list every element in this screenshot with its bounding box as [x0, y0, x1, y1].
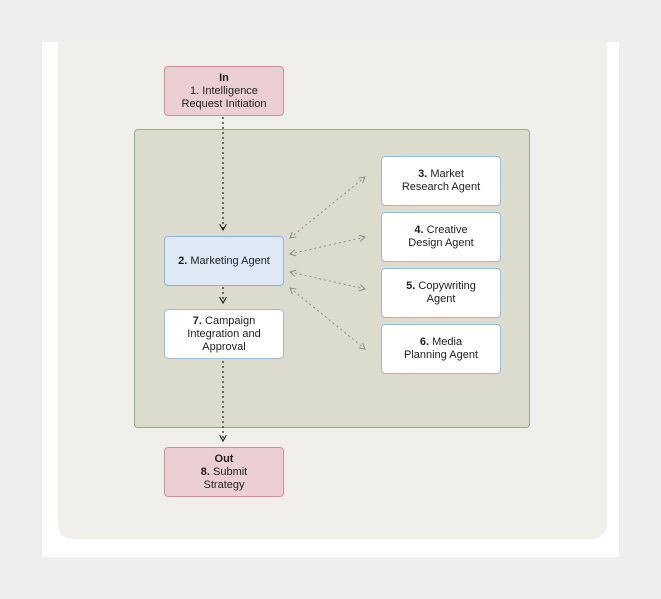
node-output-head: Out [214, 452, 234, 465]
node-output-label-1: Submit [213, 465, 248, 478]
node-input: In 1. Intelligence Request Initiation [164, 66, 284, 116]
node-market-research-label-2: Research Agent [401, 181, 481, 193]
node-creative-design-num: 4. [414, 224, 424, 236]
node-creative-design-label-1: Creative [426, 224, 468, 236]
node-marketing-num: 2. [178, 254, 188, 267]
edge-marketing-media-planning [289, 287, 366, 350]
node-campaign-num: 7. [192, 314, 202, 327]
node-output-label-2: Strategy [203, 478, 245, 491]
node-copywriting-label-1: Copywriting [418, 280, 476, 292]
node-media-planning-agent: 6. Media Planning Agent [381, 324, 501, 374]
node-input-head: In [219, 71, 229, 84]
node-copywriting-num: 5. [406, 280, 416, 292]
node-campaign-label-2: Integration and [187, 327, 261, 340]
node-copywriting-agent: 5. Copywriting Agent [381, 268, 501, 318]
node-creative-design-label-2: Design Agent [408, 237, 474, 249]
node-media-planning-label-2: Planning Agent [403, 349, 478, 361]
node-input-label: 1. Intelligence Request Initiation [181, 84, 267, 110]
node-media-planning-num: 6. [419, 336, 430, 348]
edge-marketing-market-research [289, 176, 366, 239]
node-media-planning-label-1: Media [432, 336, 463, 348]
node-creative-design-agent: 4. Creative Design Agent [381, 212, 501, 262]
node-marketing-agent: 2. Marketing Agent [164, 236, 284, 286]
node-campaign-integration: 7. Campaign Integration and Approval [164, 309, 284, 359]
node-output-num: 8. [200, 465, 210, 478]
node-copywriting-label-2: Agent [426, 293, 456, 305]
node-market-research-label-1: Market [430, 168, 464, 180]
node-marketing-label: Marketing Agent [190, 254, 270, 267]
node-output: Out 8. Submit Strategy [164, 447, 284, 497]
node-campaign-label-3: Approval [202, 340, 246, 353]
node-market-research-agent: 3. Market Research Agent [381, 156, 501, 206]
edge-marketing-creative-design [289, 234, 366, 257]
node-campaign-label-1: Campaign [205, 314, 256, 327]
edge-marketing-copywriting [289, 269, 366, 292]
node-market-research-num: 3. [418, 168, 428, 180]
